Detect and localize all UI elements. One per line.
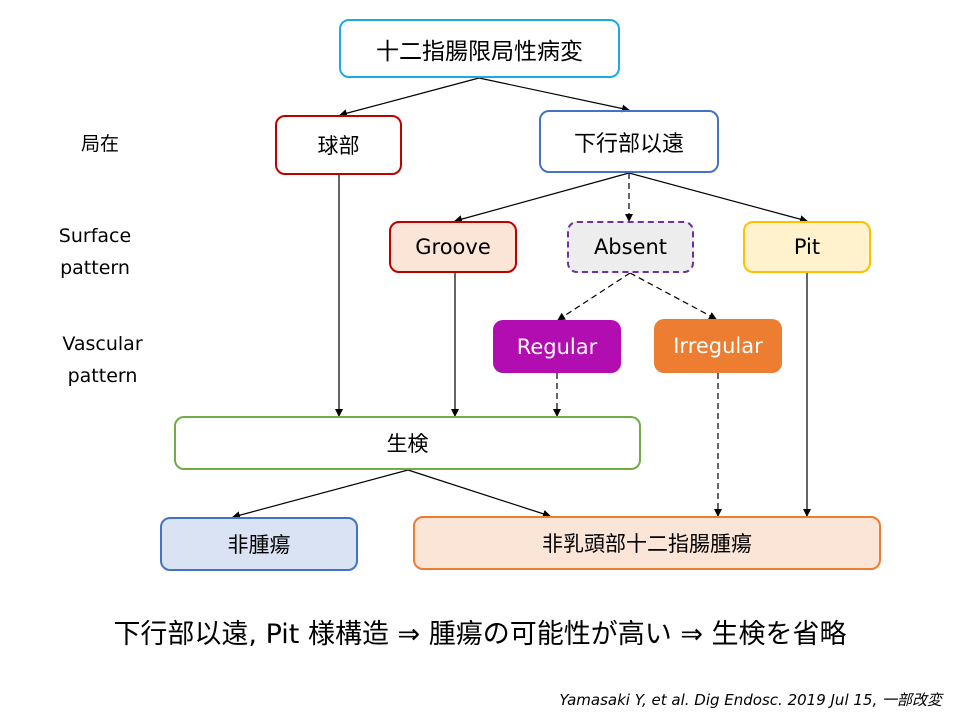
edge-distal-groove	[454, 172, 630, 223]
edge-biopsy-neoplastic	[407, 469, 551, 518]
citation-text: Yamasaki Y, et al. Dig Endosc. 2019 Jul …	[559, 691, 942, 709]
node-bulb: 球部	[275, 115, 402, 175]
row-label-vascular-line2: pattern	[67, 365, 138, 387]
row-label-vascular-pattern: Vascular pattern	[40, 328, 165, 392]
node-regular: Regular	[493, 320, 621, 373]
edge-biopsy-nonneoplastic	[232, 469, 409, 520]
edge-absent-irregular	[629, 272, 717, 320]
edge-top-bulb	[339, 77, 480, 118]
conclusion-text: 下行部以遠, Pit 様構造 ⇒ 腫瘍の可能性が高い ⇒ 生検を省略	[113, 619, 847, 650]
edge-distal-pit	[628, 172, 808, 224]
node-groove: Groove	[389, 221, 517, 273]
row-label-location: 局在	[80, 133, 119, 155]
node-irregular: Irregular	[654, 319, 782, 373]
node-non-ampullary-duodenal-neoplasm: 非乳頭部十二指腸腫瘍	[413, 516, 881, 570]
row-label-vascular-line1: Vascular	[62, 333, 143, 355]
edge-absent-regular	[557, 272, 631, 321]
node-pit: Pit	[743, 221, 871, 273]
node-distal-descending: 下行部以遠	[539, 110, 719, 173]
node-absent: Absent	[567, 221, 694, 273]
row-label-surface-line1: Surface	[58, 225, 132, 247]
row-label-surface-line2: pattern	[60, 257, 130, 279]
node-non-neoplastic: 非腫瘍	[160, 517, 358, 571]
row-label-surface-pattern: Surface pattern	[40, 220, 150, 284]
edge-top-distal	[478, 77, 630, 113]
node-duodenal-lesion: 十二指腸限局性病変	[339, 19, 620, 78]
node-biopsy: 生検	[174, 416, 641, 470]
